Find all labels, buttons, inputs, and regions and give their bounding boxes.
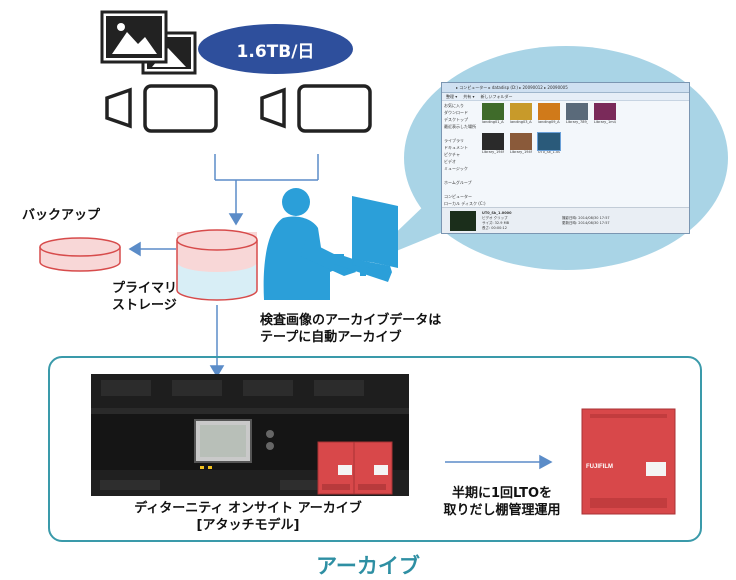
file-thumbnail[interactable]: Library_1m4_s_image.jpg [594, 103, 616, 124]
archive-note-line2: テープに自動アーカイブ [260, 330, 402, 345]
file-thumbnail[interactable]: UT0_Sk_1.0000 [537, 132, 561, 154]
nav-item[interactable] [444, 187, 478, 194]
file-thumbnail[interactable]: Library_1949_1_image.jpg [510, 133, 532, 154]
detail-file-name: UT0_Sk_1.0000 [482, 211, 512, 215]
lto-cartridge-2 [353, 441, 393, 495]
nav-item[interactable] [444, 131, 478, 138]
nav-item[interactable]: お気に入り [444, 103, 464, 108]
library-caption-line1: ディターニティ オンサイト アーカイブ [134, 501, 362, 516]
primary-storage-label-line2: ストレージ [112, 298, 177, 313]
nav-item[interactable]: ホームグループ [444, 180, 472, 185]
camera-icon-left [105, 84, 218, 133]
archive-section-frame [48, 356, 702, 542]
nav-item[interactable]: ピクチャ [444, 152, 460, 157]
explorer-nav-pane: お気に入り ダウンロード デスクトップ 最近表示した場所 ライブラリ ドキュメン… [444, 103, 486, 223]
nav-item[interactable]: ミュージック [444, 166, 468, 171]
storage-to-backup-arrow [128, 241, 176, 257]
explorer-details-pane: UT0_Sk_1.0000 ビデオ クリップ サイズ: 32.9 MB 長さ: … [442, 207, 689, 233]
camera-to-storage-connector [214, 154, 319, 226]
lto-cartridge-shelved [581, 408, 676, 515]
storage-to-library-arrow [209, 305, 225, 378]
file-thumbnail[interactable]: landing03_Ary [510, 103, 532, 124]
daily-volume-badge: 1.6TB/日 [198, 24, 353, 74]
library-caption-line2: [アタッチモデル] [196, 518, 300, 533]
detail-line: 撮影日時: 2014/08/30 17:57 [562, 216, 610, 220]
video-thumbnail [450, 211, 476, 231]
shelf-note-line1: 半期に1回LTOを [451, 486, 553, 501]
explorer-toolbar: 整理 ▾ 共有 ▾ 新しいフォルダー [442, 93, 689, 101]
nav-item[interactable]: デスクトップ [444, 117, 468, 122]
detail-line: ビデオ クリップ [482, 216, 508, 220]
nav-item[interactable]: ライブラリ [444, 138, 464, 143]
detail-line: サイズ: 32.9 MB [482, 221, 510, 225]
shelf-arrow [445, 454, 553, 470]
nav-item[interactable]: ビデオ [444, 159, 456, 164]
file-thumbnail[interactable]: landing01_Ary [482, 103, 504, 124]
backup-storage-cylinder [39, 237, 121, 272]
primary-storage-cylinder [176, 229, 258, 301]
camera-icon-right [260, 84, 372, 133]
detail-line: 更新日時: 2014/08/30 17:57 [562, 221, 610, 225]
nav-item[interactable]: ドキュメント [444, 145, 468, 150]
explorer-breadcrumb[interactable]: ▸ コンピューター ▸ datadisp (D:) ▸ 20090012 ▸ 2… [456, 85, 568, 90]
nav-item[interactable] [444, 173, 478, 180]
explorer-titlebar: ▸ コンピューター ▸ datadisp (D:) ▸ 20090012 ▸ 2… [442, 83, 689, 93]
image-file-icon [100, 10, 197, 75]
file-thumbnail[interactable]: Library_789_m_lage.jpg [566, 103, 588, 124]
file-explorer-window: ▸ コンピューター ▸ datadisp (D:) ▸ 20090012 ▸ 2… [441, 82, 690, 234]
file-thumbnail[interactable]: Library_1949_image.jpg [482, 133, 504, 154]
new-folder-button[interactable]: 新しいフォルダー [480, 93, 513, 99]
nav-item[interactable]: コンピューター [444, 194, 472, 199]
explorer-thumbnail-grid: landing01_Ary landing03_Ary landing09_Ar… [482, 103, 632, 183]
backup-label: バックアップ [22, 208, 101, 223]
share-button[interactable]: 共有 ▾ [463, 93, 475, 99]
file-thumbnail[interactable]: landing09_Ary [538, 103, 560, 124]
nav-item[interactable]: ローカル ディスク (C:) [444, 201, 486, 206]
primary-storage-label-line1: プライマリ [112, 281, 178, 296]
detail-line: 長さ: 00:00:12 [482, 226, 508, 230]
tape-brand-label: FUJIFILM [586, 464, 613, 470]
organize-button[interactable]: 整理 ▾ [446, 93, 458, 99]
operator-silhouette [263, 188, 398, 300]
nav-item[interactable]: 最近表示した場所 [444, 124, 476, 129]
shelf-note-line2: 取りだし棚管理運用 [443, 503, 561, 518]
archive-note-line1: 検査画像のアーカイブデータは [260, 313, 442, 328]
archive-title: アーカイブ [316, 554, 420, 578]
nav-item[interactable]: ダウンロード [444, 110, 468, 115]
lto-cartridge-1 [317, 441, 357, 495]
